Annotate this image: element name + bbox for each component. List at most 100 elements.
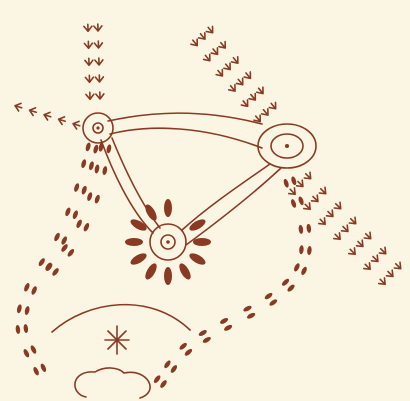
footprint-mark — [163, 359, 172, 369]
footprint-mark — [66, 248, 75, 258]
arrow-track-icon — [317, 216, 328, 227]
footprint-mark — [153, 374, 162, 384]
arrow-track-icon — [223, 62, 234, 72]
arrow-track-icon — [227, 83, 238, 93]
footprint-mark — [93, 144, 100, 154]
footprint-trails — [15, 142, 312, 389]
footprint-mark — [307, 246, 312, 255]
arrow-track-icon — [218, 40, 229, 50]
arrow-track-icon — [85, 75, 93, 82]
track-line-top-inner — [110, 128, 262, 148]
camp-bottom — [150, 224, 186, 260]
arrow-track-icon — [370, 254, 381, 265]
camp-centre-dot — [166, 240, 170, 244]
sun-ray — [129, 251, 149, 267]
arrow-track-icon — [363, 231, 374, 242]
camp-centre-dot — [285, 144, 289, 148]
arrow-track-icon — [197, 31, 208, 41]
footprint-mark — [85, 142, 92, 152]
footprint-mark — [51, 267, 60, 277]
footprint-mark — [72, 210, 79, 220]
footprint-mark — [178, 342, 188, 351]
arrow-track-icon — [348, 216, 359, 227]
star-burst-icon — [105, 326, 129, 354]
arrow-track-icon — [94, 24, 102, 31]
arrow-track-icon — [235, 77, 246, 87]
arrow-track-top-right — [190, 25, 279, 124]
footprint-mark — [246, 312, 256, 320]
arrow-track-icon — [14, 102, 23, 112]
arrow-track-icon — [243, 70, 254, 80]
arrow-track-icon — [260, 107, 271, 117]
arrow-track-icon — [28, 106, 37, 116]
arrow-track-icon — [362, 261, 373, 272]
footprint-mark — [23, 324, 28, 333]
footprint-mark — [170, 364, 179, 374]
arrow-track-icon — [303, 171, 314, 182]
footprint-mark — [88, 161, 95, 171]
footprint-mark — [60, 243, 69, 253]
sun-ray — [143, 262, 159, 282]
footprint-mark — [290, 198, 297, 208]
arrow-track-icon — [255, 86, 266, 96]
footprint-mark — [37, 257, 46, 267]
arrow-track-top-left — [84, 24, 104, 100]
arrow-track-icon — [95, 58, 103, 65]
footprint-mark — [219, 317, 229, 325]
footprint-mark — [23, 282, 31, 292]
arrow-track-icon — [318, 186, 329, 197]
arrow-track-icon — [95, 75, 103, 82]
footprint-mark — [242, 305, 252, 313]
footprint-trail-left — [15, 142, 99, 376]
arrow-track-icon — [84, 41, 92, 48]
arrow-track-icon — [385, 269, 396, 280]
footprint-mark — [81, 185, 88, 195]
footprint-mark — [223, 324, 233, 332]
bottom-motifs — [52, 305, 190, 398]
footprint-mark — [202, 336, 212, 344]
footprint-mark — [30, 285, 38, 295]
footprint-mark — [16, 304, 22, 314]
sun-ray — [164, 199, 172, 217]
footprint-mark — [268, 298, 278, 307]
arrow-track-icon — [302, 201, 313, 212]
footprint-trail-left-inner — [45, 142, 112, 277]
arrow-track-icon — [240, 98, 251, 108]
sun-ray — [177, 262, 193, 282]
footprint-trail-right — [153, 176, 312, 389]
camp-left — [83, 113, 113, 143]
footprint-mark — [298, 196, 305, 206]
arrow-track-icon — [332, 231, 343, 242]
footprint-mark — [94, 194, 101, 204]
arrow-track-icon — [310, 194, 321, 205]
cloud-shape-icon — [75, 368, 150, 398]
arrow-track-icon — [210, 46, 221, 56]
footprint-mark — [293, 262, 301, 272]
arrow-track-icon — [96, 92, 104, 99]
track-line-left-outer — [101, 140, 153, 233]
track-line-right-inner — [186, 168, 281, 245]
arrow-track-icon — [268, 101, 279, 111]
arrow-track-icon — [340, 224, 351, 235]
footprint-mark — [264, 292, 274, 301]
footprint-mark — [281, 278, 291, 287]
footprint-mark — [86, 192, 93, 202]
footprint-mark — [60, 236, 68, 246]
hill-arc — [52, 305, 190, 332]
arrow-track-icon — [84, 24, 92, 31]
arrow-track-icon — [215, 68, 226, 78]
sun-ray — [125, 238, 143, 246]
footprint-mark — [290, 176, 297, 186]
track-line-top-outer — [108, 113, 262, 124]
arrow-track-icon — [325, 209, 336, 220]
footprint-mark — [22, 348, 30, 358]
footprint-mark — [83, 222, 91, 232]
footprint-mark — [73, 183, 80, 193]
arrow-track-icon — [248, 92, 259, 102]
arrow-track-icon — [287, 186, 298, 197]
arrow-track-icon — [378, 246, 389, 257]
arrow-track-icon — [85, 58, 93, 65]
footprint-mark — [80, 159, 87, 169]
arrow-track-icon — [57, 115, 66, 125]
